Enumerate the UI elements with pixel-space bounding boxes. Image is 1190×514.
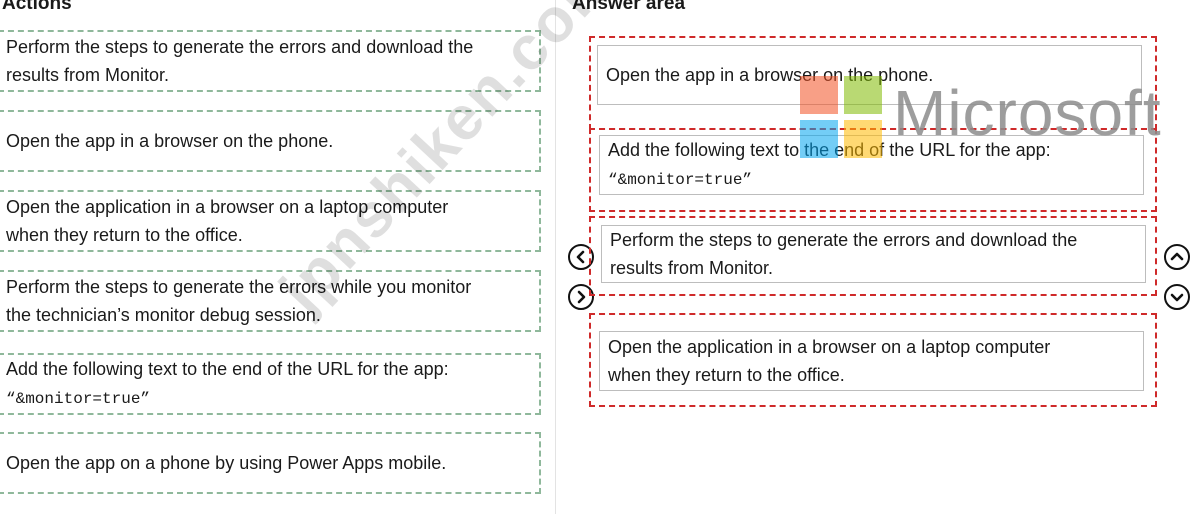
action-item-label: Perform the steps to generate the errors… bbox=[6, 277, 472, 325]
action-item-label: Open the app in a browser on the phone. bbox=[6, 131, 334, 151]
answer-item-download-results[interactable]: Perform the steps to generate the errors… bbox=[601, 225, 1146, 283]
chevron-left-icon bbox=[576, 250, 585, 264]
logo-square-red bbox=[800, 76, 838, 114]
action-item-monitor-debug[interactable]: Perform the steps to generate the errors… bbox=[0, 270, 541, 332]
chevron-down-icon bbox=[1170, 293, 1184, 302]
answer-item-label: Open the application in a browser on a l… bbox=[608, 337, 1051, 385]
action-item-label: Open the app on a phone by using Power A… bbox=[6, 453, 447, 473]
action-item-open-browser-phone[interactable]: Open the app in a browser on the phone. bbox=[0, 110, 541, 172]
answer-area-heading: Answer area bbox=[572, 0, 686, 14]
move-down-button[interactable] bbox=[1164, 284, 1190, 310]
logo-square-yellow bbox=[844, 120, 882, 158]
action-item-label: Add the following text to the end of the… bbox=[6, 359, 449, 408]
answer-item-label: Perform the steps to generate the errors… bbox=[610, 230, 1078, 278]
chevron-right-icon bbox=[577, 290, 586, 304]
action-item-add-url-text[interactable]: Add the following text to the end of the… bbox=[0, 353, 541, 415]
logo-square-green bbox=[844, 76, 882, 114]
move-right-button[interactable] bbox=[568, 284, 594, 310]
actions-heading: Actions bbox=[2, 0, 72, 14]
panel-divider bbox=[555, 0, 556, 514]
action-item-open-power-apps-mobile[interactable]: Open the app on a phone by using Power A… bbox=[0, 432, 541, 494]
action-item-label: Perform the steps to generate the errors… bbox=[6, 37, 474, 85]
action-item-open-laptop[interactable]: Open the application in a browser on a l… bbox=[0, 190, 541, 252]
chevron-up-icon bbox=[1170, 252, 1184, 261]
logo-square-blue bbox=[800, 120, 838, 158]
answer-item-label: Open the app in a browser on the phone. bbox=[606, 65, 934, 85]
answer-item-open-laptop[interactable]: Open the application in a browser on a l… bbox=[599, 331, 1144, 391]
microsoft-wordmark: Microsoft bbox=[893, 77, 1162, 149]
answer-slot-4 bbox=[589, 313, 1157, 407]
move-up-button[interactable] bbox=[1164, 244, 1190, 270]
action-item-download-results[interactable]: Perform the steps to generate the errors… bbox=[0, 30, 541, 92]
action-item-label: Open the application in a browser on a l… bbox=[6, 197, 449, 245]
answer-slot-3 bbox=[589, 216, 1157, 296]
